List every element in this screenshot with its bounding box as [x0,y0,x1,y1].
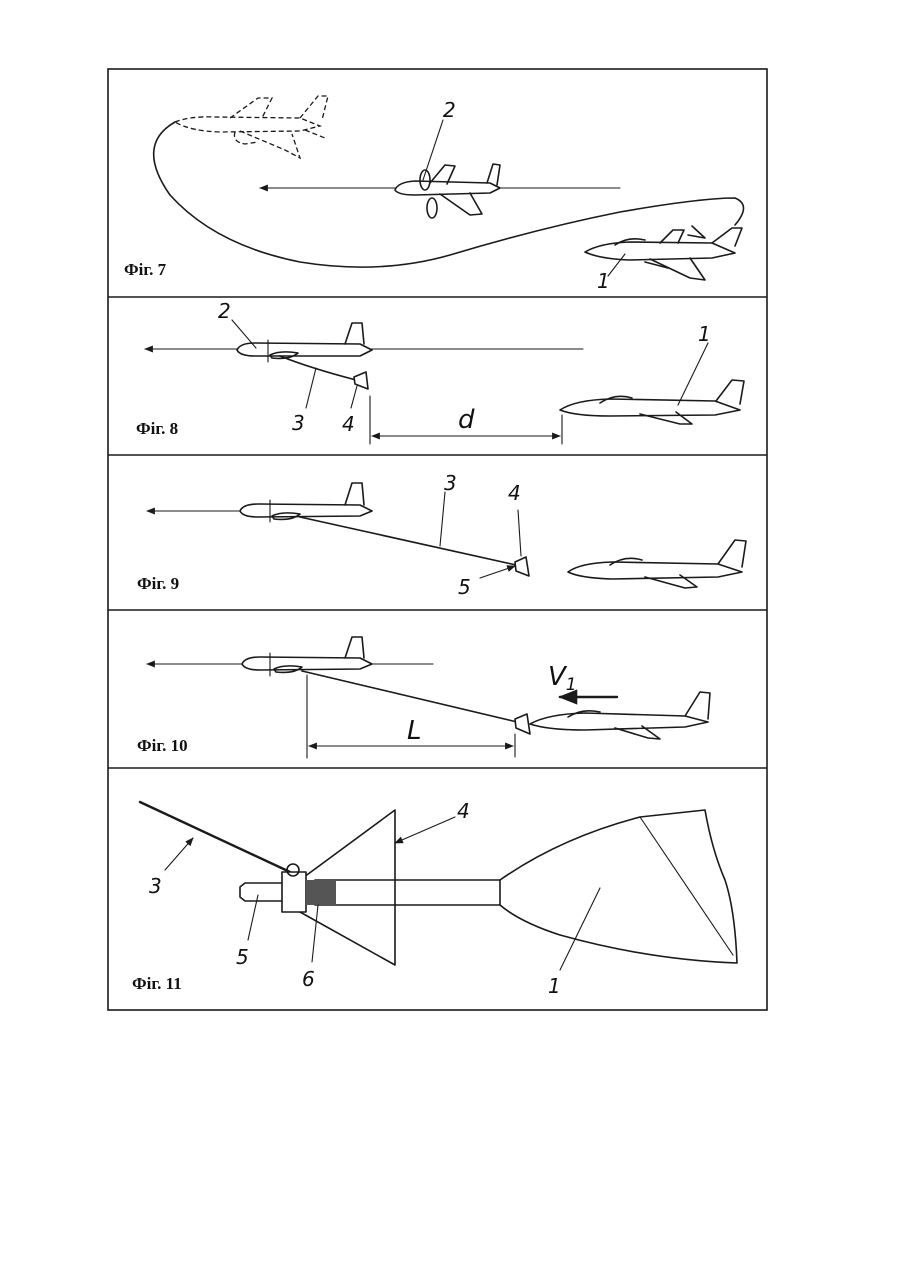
coupling [282,872,306,912]
label-4: 4 [508,481,521,505]
leader-line [518,510,521,556]
probe-tip [240,883,282,901]
label-4: 4 [457,799,470,823]
label-1: 1 [597,269,610,293]
label-5: 5 [236,945,249,969]
ghost-fighter [175,96,328,158]
refuel-hose [300,517,516,565]
tanker-aircraft [237,323,372,362]
refuel-hose [280,356,356,380]
receiver-fighter [568,540,746,588]
leader-line [351,386,357,408]
refuel-hose [302,671,517,722]
label-1: 1 [548,974,561,998]
label-3: 3 [444,471,457,495]
leader-line [395,817,455,843]
tanker-aircraft [242,637,372,676]
label-L: L [407,716,422,746]
figure-caption: Фіг. 7 [124,260,167,279]
leader-line [560,888,600,970]
drogue [354,372,368,389]
leader-line [312,905,318,962]
figure-9: 3 4 5 Фіг. 9 [137,471,746,599]
label-d: d [458,405,475,435]
figure-10: V1 L Фіг. 10 [137,637,710,758]
leader-line [480,566,515,578]
trajectory-arrowhead [688,226,705,238]
label-2: 2 [218,299,231,323]
label-velocity: V1 [548,662,577,695]
coupling-insert [306,880,336,905]
drogue [515,714,530,734]
leader-line [678,343,708,405]
label-6: 6 [302,967,315,991]
refuel-hose [140,802,290,872]
tanker-aircraft [240,483,372,522]
label-3: 3 [149,874,162,898]
figure-11: 4 3 5 6 1 Фіг. 11 [132,799,737,998]
tanker-aircraft [395,164,500,218]
label-3: 3 [292,411,305,435]
receiver-fighter [560,380,744,424]
nose-panel-line [640,817,733,955]
aircraft-nose [500,810,737,963]
probe-tube [315,880,500,905]
drogue [515,557,529,576]
leader-line [165,838,193,870]
figure-8: 2 1 3 4 d Фіг. 8 [136,299,744,444]
figure-caption: Фіг. 9 [137,574,179,593]
figure-caption: Фіг. 11 [132,974,182,993]
label-2: 2 [443,98,456,122]
label-4: 4 [342,412,355,436]
leader-line [440,492,445,546]
label-5: 5 [458,575,471,599]
leader-line [306,368,316,408]
figure-7: 2 1 Фіг. 7 [124,96,744,293]
figure-caption: Фіг. 10 [137,736,188,755]
label-1: 1 [698,322,711,346]
figure-caption: Фіг. 8 [136,419,178,438]
receiver-fighter [530,692,710,739]
